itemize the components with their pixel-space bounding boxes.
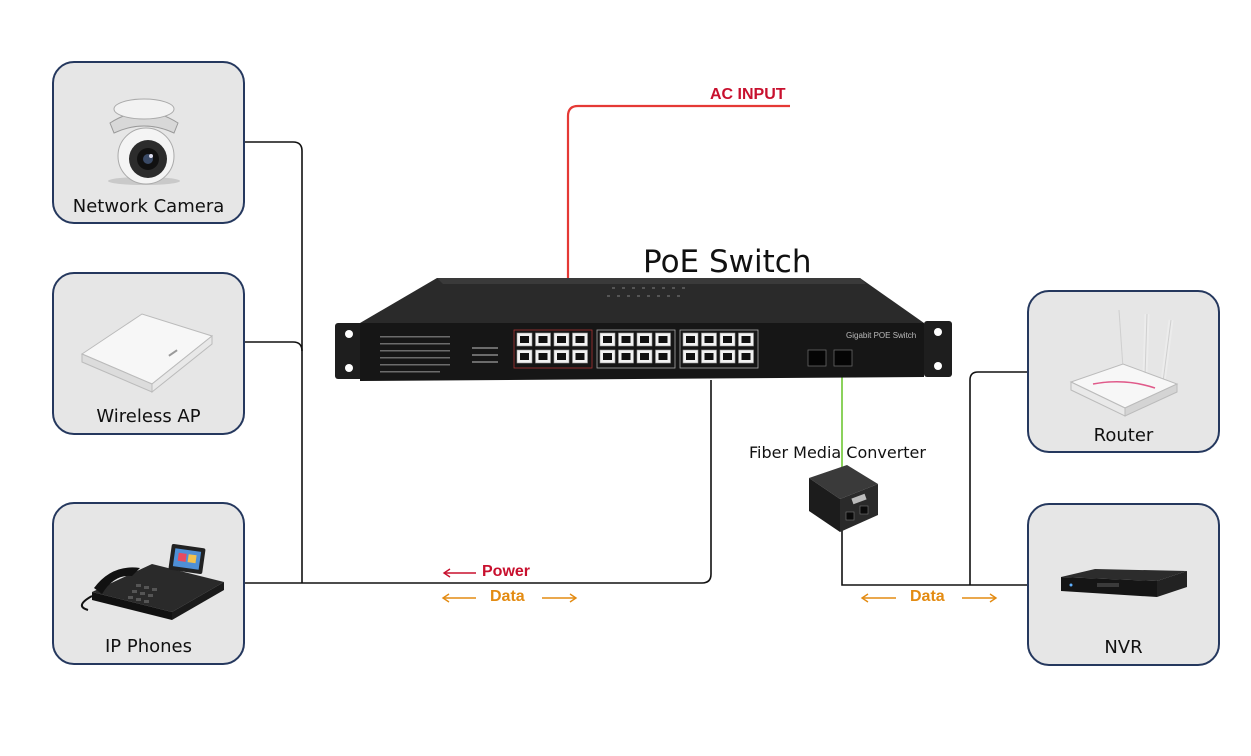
camera-link	[245, 141, 303, 583]
port-group	[513, 329, 593, 369]
rj45-port-socket	[575, 336, 585, 343]
nvr-label: NVR	[1104, 637, 1143, 658]
fiber-converter-label: Fiber Media Converter	[749, 443, 926, 462]
rj45-port-socket	[538, 336, 548, 343]
wireless-ap-image	[80, 313, 214, 394]
converter-link	[841, 525, 1027, 586]
rj45-port-socket	[520, 353, 529, 360]
router-label: Router	[1093, 425, 1154, 446]
switch-downlink	[245, 380, 712, 584]
rj45-port-socket	[603, 353, 612, 360]
data-arrows-left	[441, 593, 578, 603]
rj45-port-socket	[575, 353, 585, 360]
rj45-port-socket	[603, 336, 612, 343]
rj45-port-socket	[686, 353, 695, 360]
rj45-port-socket	[723, 353, 732, 360]
rj45-port-socket	[741, 353, 751, 360]
data-label-left: Data	[490, 588, 525, 605]
switch-ports	[513, 329, 759, 369]
rj45-port-socket	[538, 353, 548, 360]
switch-title: PoE Switch	[643, 244, 812, 280]
router-image	[1069, 309, 1179, 417]
nvr-card: NVR	[1027, 503, 1220, 666]
wireless-ap-card: Wireless AP	[52, 272, 245, 435]
power-arrow	[442, 568, 476, 578]
switch-panel-label: Gigabit POE Switch	[846, 331, 916, 340]
ap-link	[245, 341, 303, 352]
ip-phones-card: IP Phones	[52, 502, 245, 665]
ip-phones-label: IP Phones	[104, 636, 193, 657]
data-arrows-right	[860, 593, 998, 603]
power-label: Power	[482, 563, 531, 580]
port-group	[596, 329, 676, 369]
network-camera-label: Network Camera	[72, 196, 225, 217]
poe-switch: Gigabit POE Switch	[335, 278, 952, 381]
port-group	[679, 329, 759, 369]
ac-input-label: AC INPUT	[710, 86, 786, 103]
rj45-port-socket	[658, 353, 668, 360]
rj45-port-socket	[658, 336, 668, 343]
ip-phone-image	[81, 544, 224, 620]
network-camera-card: Network Camera	[52, 61, 245, 224]
rj45-port-socket	[723, 336, 732, 343]
rj45-port-socket	[640, 353, 649, 360]
rj45-port-socket	[704, 336, 714, 343]
fiber-media-converter	[809, 465, 878, 532]
rj45-port-socket	[686, 336, 695, 343]
rj45-port-socket	[621, 353, 631, 360]
nvr-image	[1061, 569, 1187, 597]
rj45-port-socket	[741, 336, 751, 343]
rj45-port-socket	[557, 353, 566, 360]
rj45-port-socket	[704, 353, 714, 360]
router-link	[969, 371, 1027, 585]
rj45-port-socket	[520, 336, 529, 343]
data-label-right: Data	[910, 588, 945, 605]
rj45-port-socket	[640, 336, 649, 343]
rj45-port-socket	[557, 336, 566, 343]
network-camera-image	[108, 98, 180, 185]
router-card: Router	[1027, 290, 1220, 453]
ac-input-line	[566, 104, 790, 280]
rj45-port-socket	[621, 336, 631, 343]
wireless-ap-label: Wireless AP	[96, 406, 201, 427]
